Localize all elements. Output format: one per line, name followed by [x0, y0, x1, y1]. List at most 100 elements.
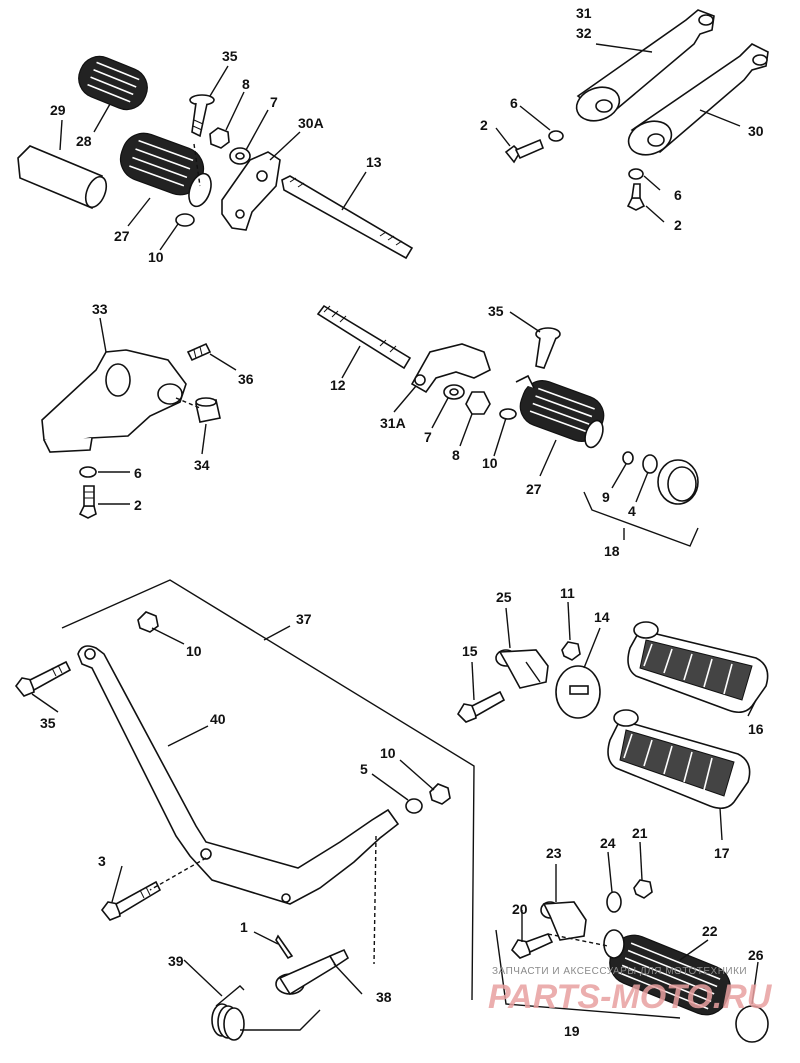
plate-14: [555, 665, 601, 719]
leaders-bottom-left: [31, 625, 435, 997]
callout-33: 33: [92, 301, 108, 317]
bolt-2b: [626, 183, 646, 211]
watermark-tagline: ЗАПЧАСТИ И АКСЕССУАРЫ ДЛЯ МОТОТЕХНИКИ: [492, 966, 747, 977]
callout-24: 24: [600, 835, 616, 851]
nut-10d: [429, 783, 451, 805]
callout-2a: 2: [480, 117, 488, 133]
lockwasher-6a: [548, 130, 564, 142]
lockwasher-10a: [175, 213, 195, 227]
bolt-20: [510, 933, 554, 959]
footpeg-grip-27b: [515, 374, 605, 449]
stud-13: [281, 175, 414, 260]
callout-7a: 7: [270, 94, 278, 110]
footpeg-grip-22: [603, 929, 731, 1016]
bolt-2a: [504, 138, 545, 164]
bracket-30A: [221, 151, 281, 231]
callout-29: 29: [50, 102, 66, 118]
callout-28: 28: [76, 133, 92, 149]
callout-10a: 10: [148, 249, 164, 265]
callout-12: 12: [330, 377, 346, 393]
nut-9: [622, 451, 634, 465]
bolt-15: [456, 690, 506, 723]
nut-11: [561, 641, 581, 661]
callout-3: 3: [98, 853, 106, 869]
callout-40: 40: [210, 711, 226, 727]
callout-10c: 10: [186, 643, 202, 659]
clevis-pin-35a: [189, 94, 215, 138]
leaders-top-right: [495, 43, 741, 223]
callout-30: 30: [748, 123, 764, 139]
sleeve-29: [17, 145, 108, 210]
callout-27a: 27: [114, 228, 130, 244]
callout-20: 20: [512, 901, 528, 917]
callout-9: 9: [602, 489, 610, 505]
lockwasher-6b: [628, 168, 644, 180]
cotter-pin-1: [275, 934, 294, 960]
footboard-16: [627, 621, 769, 714]
washer-24: [606, 891, 622, 913]
bracket-31A: [410, 343, 491, 394]
bolt-3: [100, 880, 162, 921]
callout-8b: 8: [452, 447, 460, 463]
callout-25: 25: [496, 589, 512, 605]
bushing-34: [195, 397, 221, 423]
spring-39: [211, 985, 321, 1041]
callout-31A: 31A: [380, 415, 406, 431]
callout-6b: 6: [674, 187, 682, 203]
callout-36: 36: [238, 371, 254, 387]
footpeg-arm-30: [627, 43, 769, 156]
footpeg-grip-27: [119, 132, 212, 208]
washer-7b: [443, 384, 465, 400]
callout-31: 31: [576, 5, 592, 21]
callout-15: 15: [462, 643, 478, 659]
end-cap-26: [735, 1005, 769, 1043]
footpeg-grip-28: [78, 55, 148, 111]
bolt-35c: [14, 660, 72, 697]
lockwasher-6c: [79, 466, 97, 478]
footboard-17: [607, 709, 751, 810]
callout-27b: 27: [526, 481, 542, 497]
callout-4: 4: [628, 503, 636, 519]
callout-39: 39: [168, 953, 184, 969]
callout-23: 23: [546, 845, 562, 861]
watermark-logo: PARTS-MOTO.RU: [488, 978, 773, 1016]
callout-35b: 35: [488, 303, 504, 319]
callout-30A-top: 30A: [298, 115, 324, 131]
callout-17: 17: [714, 845, 730, 861]
nut-10c: [137, 611, 159, 633]
callout-35c: 35: [40, 715, 56, 731]
callout-16: 16: [748, 721, 764, 737]
callout-14: 14: [594, 609, 610, 625]
washer-7a: [229, 147, 251, 165]
callout-10b: 10: [482, 455, 498, 471]
callout-19: 19: [564, 1023, 580, 1039]
callout-1: 1: [240, 919, 248, 935]
callout-2c: 2: [134, 497, 142, 513]
leaders-mid-left: [98, 317, 237, 505]
washer-4: [642, 454, 658, 474]
lever-40: [77, 645, 400, 905]
nut-8a: [209, 127, 230, 149]
callout-13: 13: [366, 154, 382, 170]
stud-12: [316, 304, 412, 370]
callout-10d: 10: [380, 745, 396, 761]
callout-7b: 7: [424, 429, 432, 445]
callout-22: 22: [702, 923, 718, 939]
clevis-pin-38: [275, 948, 350, 996]
callout-5: 5: [360, 761, 368, 777]
clevis-25: [495, 649, 549, 689]
end-cap-18: [657, 459, 699, 505]
callout-38: 38: [376, 989, 392, 1005]
clevis-pin-35b: [535, 327, 561, 369]
group-outline-37: [61, 579, 475, 1001]
lockwasher-10b: [499, 408, 517, 420]
nut-8b: [465, 391, 491, 415]
leaders-bottom-right: [471, 601, 759, 1019]
leaders-mid-right: [341, 311, 699, 547]
clevis-23: [540, 901, 587, 941]
mounting-bracket-33: [41, 349, 187, 453]
callout-18: 18: [604, 543, 620, 559]
callout-37: 37: [296, 611, 312, 627]
